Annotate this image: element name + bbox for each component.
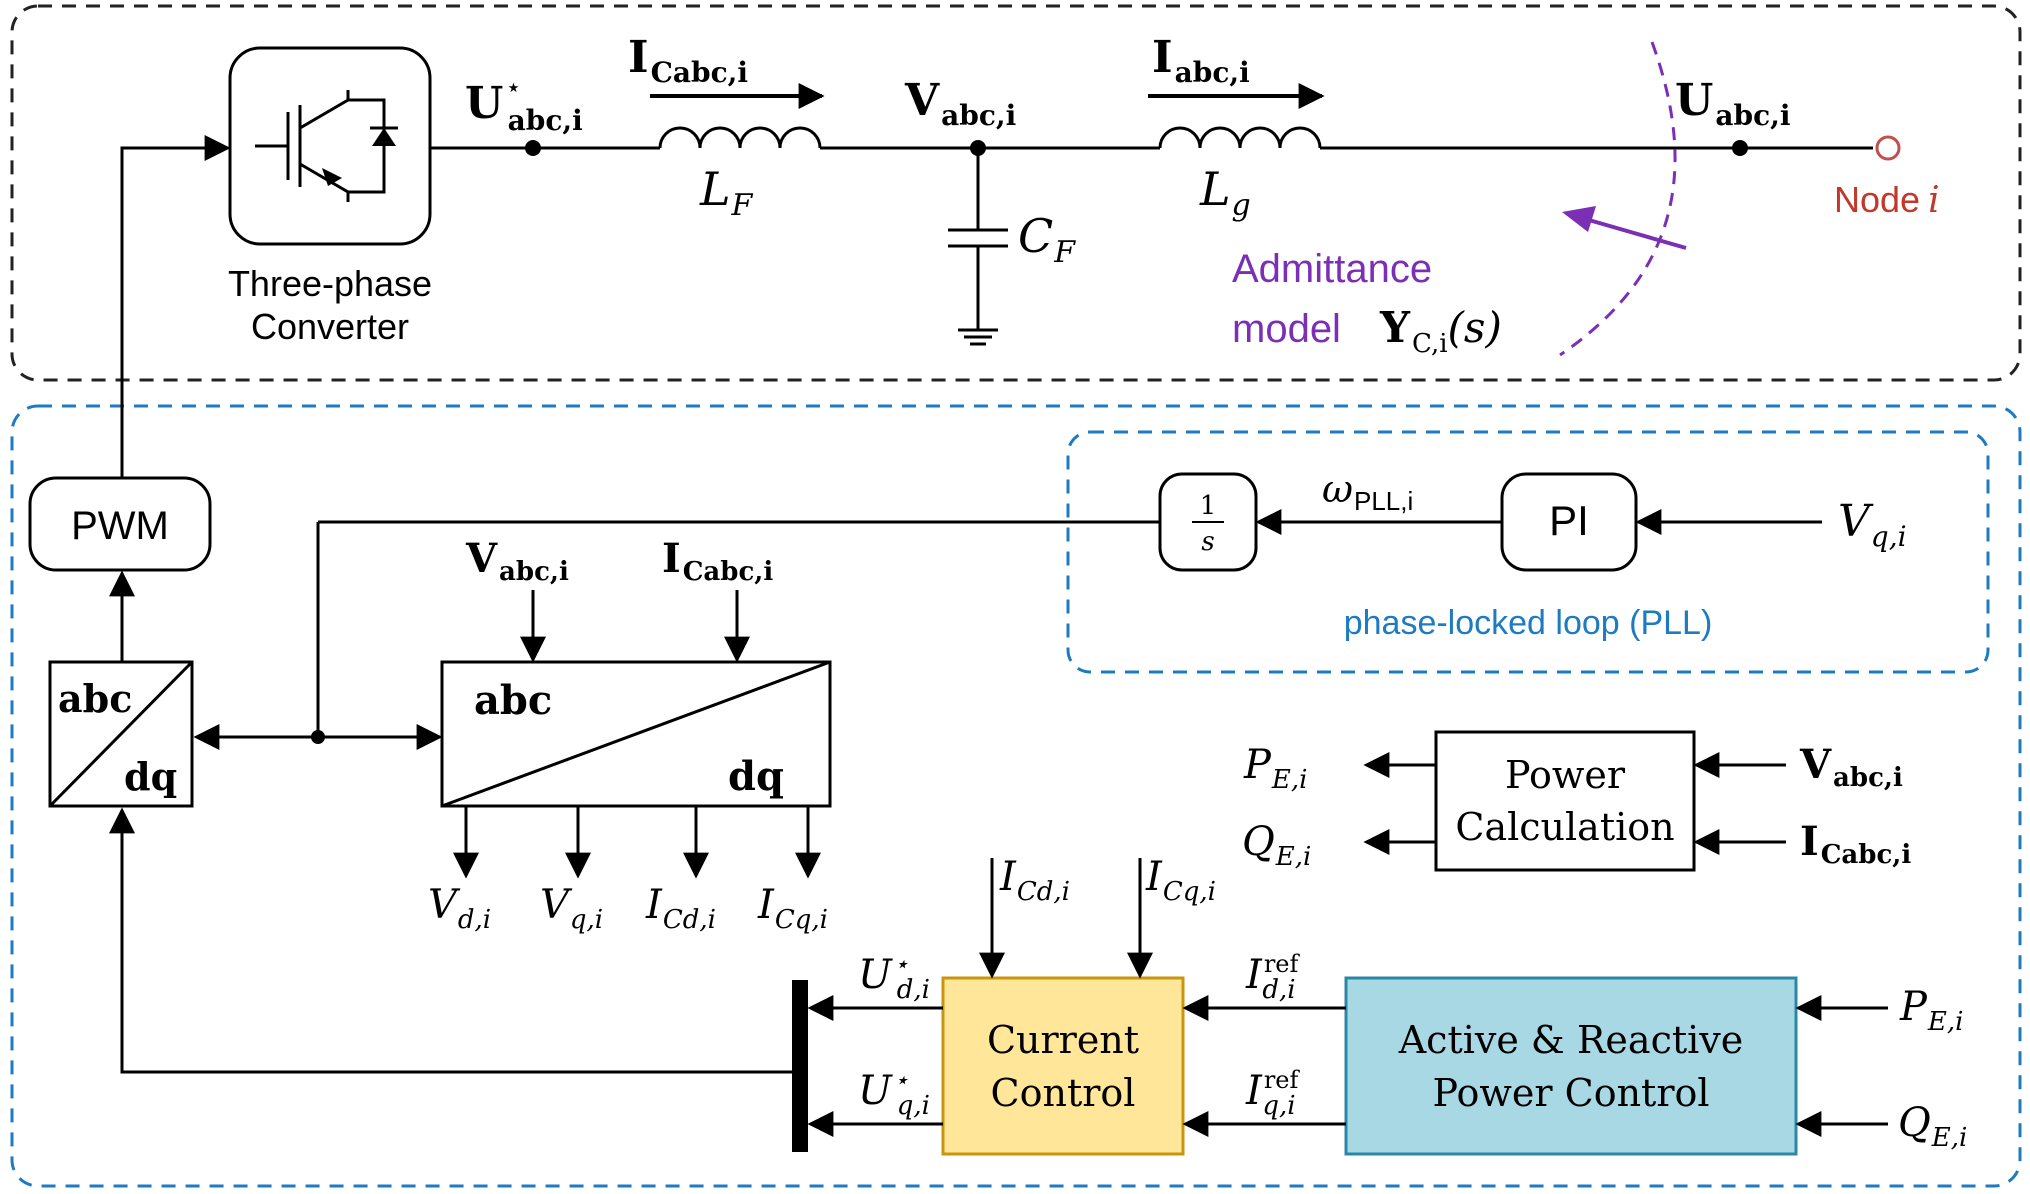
output-icq: ICq,i <box>757 882 828 935</box>
control-frame <box>10 404 2022 1188</box>
power-control-line1: Active & Reactive <box>1398 1018 1744 1062</box>
pll-caption: phase-locked loop (PLL) <box>1344 604 1713 642</box>
node-i-terminal <box>1875 135 1901 161</box>
power-stage-frame <box>10 4 2022 382</box>
pll-pi-label: PI <box>1549 497 1589 544</box>
inductor-lf <box>658 126 822 149</box>
label-u-star-abc: U⋆abc,i <box>465 73 583 137</box>
power-calculation-block: Power Calculation <box>1434 730 1696 872</box>
label-u-abc: Uabc,i <box>1675 75 1791 132</box>
label-lg: Lg <box>1199 162 1251 223</box>
theta-bus <box>193 520 1160 750</box>
abc-dq-transform-center: abc dq <box>440 660 832 808</box>
abc-dq-center-bottom: dq <box>728 753 784 800</box>
admittance-label-line2: model <box>1232 307 1341 351</box>
label-lf: LF <box>699 162 754 223</box>
pc-i-cabc-label: ICabc,i <box>1800 818 1911 870</box>
output-vq: Vq,i <box>540 882 603 935</box>
admittance-boundary <box>1559 41 1677 357</box>
label-i-abc: Iabc,i <box>1152 32 1250 89</box>
converter-label-line2: Converter <box>251 306 409 347</box>
pll-frame <box>1066 430 1990 674</box>
admittance-arrowhead <box>1562 206 1596 232</box>
current-control-line1: Current <box>987 1018 1139 1062</box>
u-star-q-label: U⋆q,i <box>858 1066 930 1121</box>
abc-dq-left-top: abc <box>58 676 132 721</box>
output-vd: Vd,i <box>428 882 491 935</box>
pwm-block: PWM <box>28 476 212 572</box>
abc-dq-transform-left: abc dq <box>48 660 194 808</box>
abc-dq-center-top: abc <box>474 677 552 724</box>
power-calc-line2: Calculation <box>1455 805 1674 849</box>
junction-u-star <box>525 140 541 156</box>
u-star-d-label: U⋆d,i <box>858 950 930 1005</box>
pll-integrator-den: s <box>1201 527 1214 557</box>
mux-bar <box>792 980 808 1152</box>
pll-integrator-block: 1 s <box>1158 472 1258 572</box>
pwm-label: PWM <box>71 504 169 548</box>
pll-vq-label: Vq,i <box>1838 496 1907 553</box>
power-line <box>430 126 1873 150</box>
pll-integrator-num: 1 <box>1200 491 1217 521</box>
three-phase-converter: Three-phase Converter <box>228 46 432 347</box>
label-i-cabc: ICabc,i <box>628 32 748 89</box>
cc-icd-label: ICd,i <box>999 854 1070 907</box>
pwm-to-converter-wire <box>120 135 231 478</box>
output-icd: ICd,i <box>645 882 716 935</box>
power-calc-line1: Power <box>1505 753 1626 797</box>
power-control-line2: Power Control <box>1432 1071 1709 1115</box>
apc-qe-label: QE,i <box>1898 1100 1967 1153</box>
theta-junction <box>311 730 325 744</box>
cc-icq-label: ICq,i <box>1145 854 1216 907</box>
abc-dq-left-bottom: dq <box>124 754 177 799</box>
pc-v-abc-label: Vabc,i <box>1799 741 1903 793</box>
admittance-symbol: YC,i(s) <box>1379 303 1502 359</box>
pll-pi-block: PI <box>1500 472 1638 572</box>
center-in-i-label: ICabc,i <box>662 535 773 587</box>
junction-u-abc <box>1732 140 1748 156</box>
admittance-label-line1: Admittance <box>1232 247 1432 291</box>
converter-label-line1: Three-phase <box>228 263 432 304</box>
capacitor-cf <box>948 148 1008 346</box>
apc-pe-label: PE,i <box>1899 984 1963 1037</box>
current-control-block: Current Control <box>941 976 1185 1156</box>
center-output-wires <box>453 806 821 879</box>
mux-to-abc-dq-wire <box>109 807 792 1074</box>
label-v-abc: Vabc,i <box>904 75 1016 132</box>
pc-pe-label: PE,i <box>1243 742 1307 795</box>
label-cf: CF <box>1018 209 1076 270</box>
power-control-block: Active & Reactive Power Control <box>1344 976 1798 1156</box>
current-control-line2: Control <box>991 1071 1136 1115</box>
inductor-lg <box>1158 126 1322 149</box>
pc-qe-label: QE,i <box>1242 819 1311 872</box>
pll-omega-label: ωPLL,i <box>1322 467 1413 516</box>
center-in-v-label: Vabc,i <box>465 535 569 587</box>
